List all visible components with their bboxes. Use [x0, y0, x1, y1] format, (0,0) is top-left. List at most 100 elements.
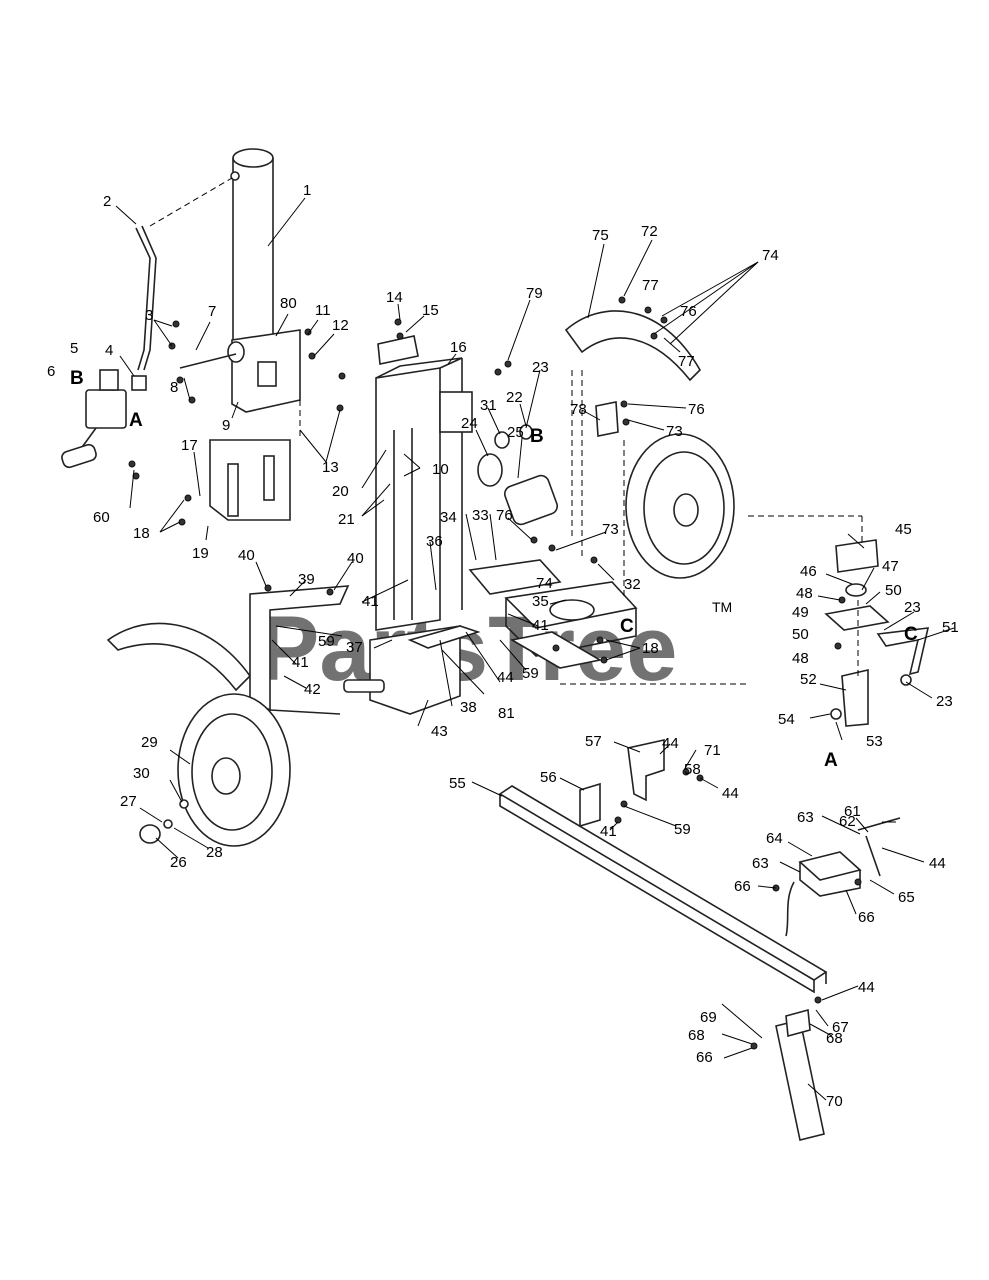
callout-72: 72: [641, 223, 658, 240]
callout-74-bottom: 74: [536, 575, 553, 592]
fender-right: [564, 310, 701, 437]
callout-50-top: 50: [885, 582, 902, 599]
callout-41-a: 41: [292, 654, 309, 671]
callout-41-d: 41: [600, 823, 617, 840]
callout-48-top: 48: [796, 585, 813, 602]
callout-38: 38: [460, 699, 477, 716]
callout-80: 80: [280, 295, 297, 312]
tongue-stand: [775, 1008, 825, 1141]
callout-11: 11: [315, 302, 331, 319]
tongue-beam: [498, 785, 828, 994]
watermark-trademark: TM: [712, 599, 732, 615]
callout-48-bottom: 48: [792, 650, 809, 667]
callout-76-mid: 76: [688, 401, 705, 418]
control-valve: [61, 369, 147, 469]
callout-73-top: 73: [666, 423, 683, 440]
column-bracket: [209, 439, 291, 521]
callout-10: 10: [432, 461, 449, 478]
callout-6: 6: [47, 363, 55, 380]
callout-69: 69: [700, 1009, 717, 1026]
callout-41-b: 41: [362, 593, 379, 610]
callout-25: 25: [507, 424, 524, 441]
callout-23-top: 23: [532, 359, 549, 376]
connector-B-pump: B: [530, 426, 544, 447]
callout-58: 58: [684, 761, 701, 778]
callout-64: 64: [766, 830, 783, 847]
callout-51: 51: [942, 619, 959, 636]
watermark: PartsTree TM: [258, 598, 732, 700]
wedge: [377, 335, 419, 365]
callout-65: 65: [898, 889, 915, 906]
callout-75: 75: [592, 227, 609, 244]
callout-49: 49: [792, 604, 809, 621]
callout-59-b: 59: [522, 665, 539, 682]
callout-71: 71: [704, 742, 721, 759]
callout-59-a: 59: [318, 633, 335, 650]
callout-81: 81: [498, 705, 515, 722]
callout-22: 22: [506, 389, 523, 406]
callout-76-bottom: 76: [496, 507, 513, 524]
callout-12: 12: [332, 317, 349, 334]
callout-45: 45: [895, 521, 912, 538]
callout-29: 29: [141, 734, 158, 751]
connector-labels: A B C A B C: [70, 368, 918, 771]
callout-53: 53: [866, 733, 883, 750]
callout-44-d: 44: [929, 855, 946, 872]
safety-chain: [785, 881, 795, 937]
beam-column: [375, 357, 473, 631]
callout-35: 35: [532, 593, 549, 610]
engine-mount-plate: [468, 559, 638, 669]
callout-50-bottom: 50: [792, 626, 809, 643]
callout-46: 46: [800, 563, 817, 580]
hydraulic-hose: [135, 171, 240, 371]
callout-18-right: 18: [642, 640, 659, 657]
callout-17: 17: [181, 437, 198, 454]
callout-54: 54: [778, 711, 795, 728]
callout-63-top: 63: [797, 809, 814, 826]
callout-13: 13: [322, 459, 339, 476]
callout-1: 1: [303, 182, 311, 199]
callout-77-bottom: 77: [678, 353, 695, 370]
connector-C-axle: C: [904, 624, 918, 645]
callout-26: 26: [170, 854, 187, 871]
assembly-dashed-lines: [299, 370, 863, 685]
callout-40-right: 40: [347, 550, 364, 567]
callout-23-bottom: 23: [936, 693, 953, 710]
callout-73-bottom: 73: [602, 521, 619, 538]
connector-C-plate: C: [620, 616, 634, 637]
connector-B-valve: B: [70, 368, 84, 389]
connector-A-axle: A: [824, 750, 838, 771]
callout-70: 70: [826, 1093, 843, 1110]
callout-31: 31: [480, 397, 497, 414]
wheel-right: [625, 433, 735, 579]
pump-assembly: [477, 424, 558, 526]
watermark-text: PartsTree: [258, 598, 677, 700]
callout-56: 56: [540, 769, 557, 786]
callout-77-top: 77: [642, 277, 659, 294]
callout-63-bottom: 63: [752, 855, 769, 872]
callout-78: 78: [570, 401, 587, 418]
connector-A-valve: A: [129, 410, 143, 431]
callout-44-c: 44: [722, 785, 739, 802]
fender-left: [106, 622, 252, 692]
callout-7: 7: [208, 303, 216, 320]
callout-42: 42: [304, 681, 321, 698]
callout-40-left: 40: [238, 547, 255, 564]
callout-57: 57: [585, 733, 602, 750]
callout-37: 37: [346, 639, 363, 656]
callout-labels: 1 2 3 4 5 6 7 8 9 10 11 12 13 14 15 16 1…: [47, 182, 959, 1110]
tongue-bracket: [579, 739, 665, 828]
callout-52: 52: [800, 671, 817, 688]
callout-66-c: 66: [696, 1049, 713, 1066]
callout-34: 34: [440, 509, 457, 526]
callout-28: 28: [206, 844, 223, 861]
callout-32: 32: [624, 576, 641, 593]
callout-62: 62: [839, 813, 856, 830]
callout-44-a: 44: [497, 669, 514, 686]
callout-15: 15: [422, 302, 439, 319]
part-drawings: [61, 148, 955, 1141]
callout-41-c: 41: [532, 617, 549, 634]
callout-66-a: 66: [734, 878, 751, 895]
fasteners: [128, 296, 862, 1050]
